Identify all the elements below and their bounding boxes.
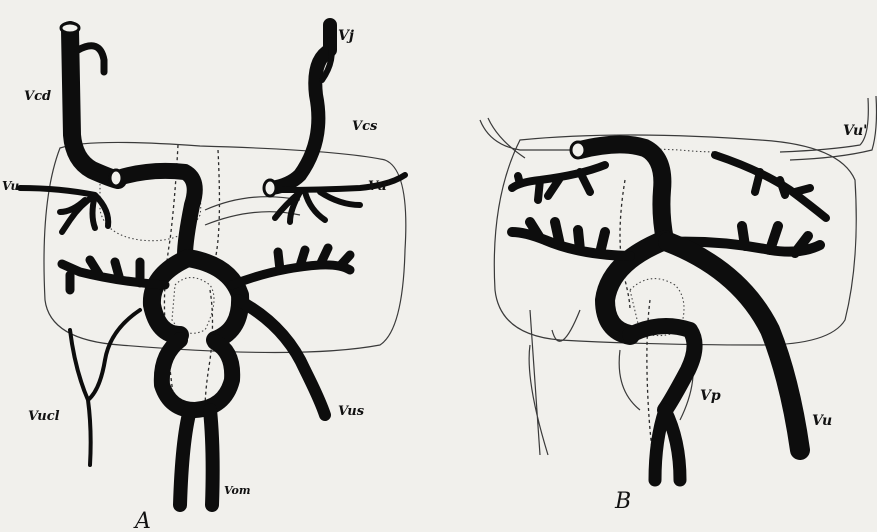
vein-b-left-upper (512, 165, 605, 200)
vein-b-right-upper (715, 155, 826, 218)
panel-a-dashed-lower (205, 290, 213, 410)
vein-sinus (118, 171, 195, 255)
label-vus: Vus (338, 404, 365, 419)
panel-b-top-line-1 (480, 98, 868, 152)
panel-b-thin-left (529, 310, 580, 455)
b-trunk-cut (571, 142, 585, 158)
label-vj: Vj (338, 28, 354, 44)
vein-b-vp-legs (655, 410, 680, 480)
label-b-vu: Vu (812, 413, 832, 429)
vein-vu-left (20, 188, 108, 232)
vein-ring-upper (152, 258, 240, 340)
vein-vcs (272, 25, 330, 188)
panel-letter-b: B (614, 489, 631, 514)
label-vcs: Vcs (352, 119, 378, 134)
vein-b-left-mid (512, 222, 630, 256)
panel-a-dotted-loop (172, 278, 214, 334)
label-vom: Vom (224, 484, 251, 497)
vcs-cut-end (264, 180, 276, 196)
vein-vcd-branch (78, 46, 104, 72)
vcd-cut-top (61, 23, 79, 33)
label-b-vu-prime: Vu' (843, 123, 867, 139)
vein-right-mid-branch (232, 248, 350, 285)
vein-vus (238, 300, 325, 415)
label-vucl: Vucl (28, 409, 60, 424)
panel-b-dashed-left (620, 180, 630, 310)
vein-left-mid-branch (62, 260, 165, 290)
vein-vucl (70, 310, 140, 465)
vein-vom (180, 410, 213, 505)
sinus-cut (110, 170, 122, 186)
label-vu: Vu (2, 179, 20, 193)
panel-a (20, 23, 406, 505)
label-b-vp: Vp (700, 388, 721, 404)
vein-b-vp (630, 326, 695, 410)
label-vcd: Vcd (24, 89, 51, 104)
label-vu-prime: Vu' (368, 179, 391, 194)
panel-letter-a: A (133, 509, 151, 532)
